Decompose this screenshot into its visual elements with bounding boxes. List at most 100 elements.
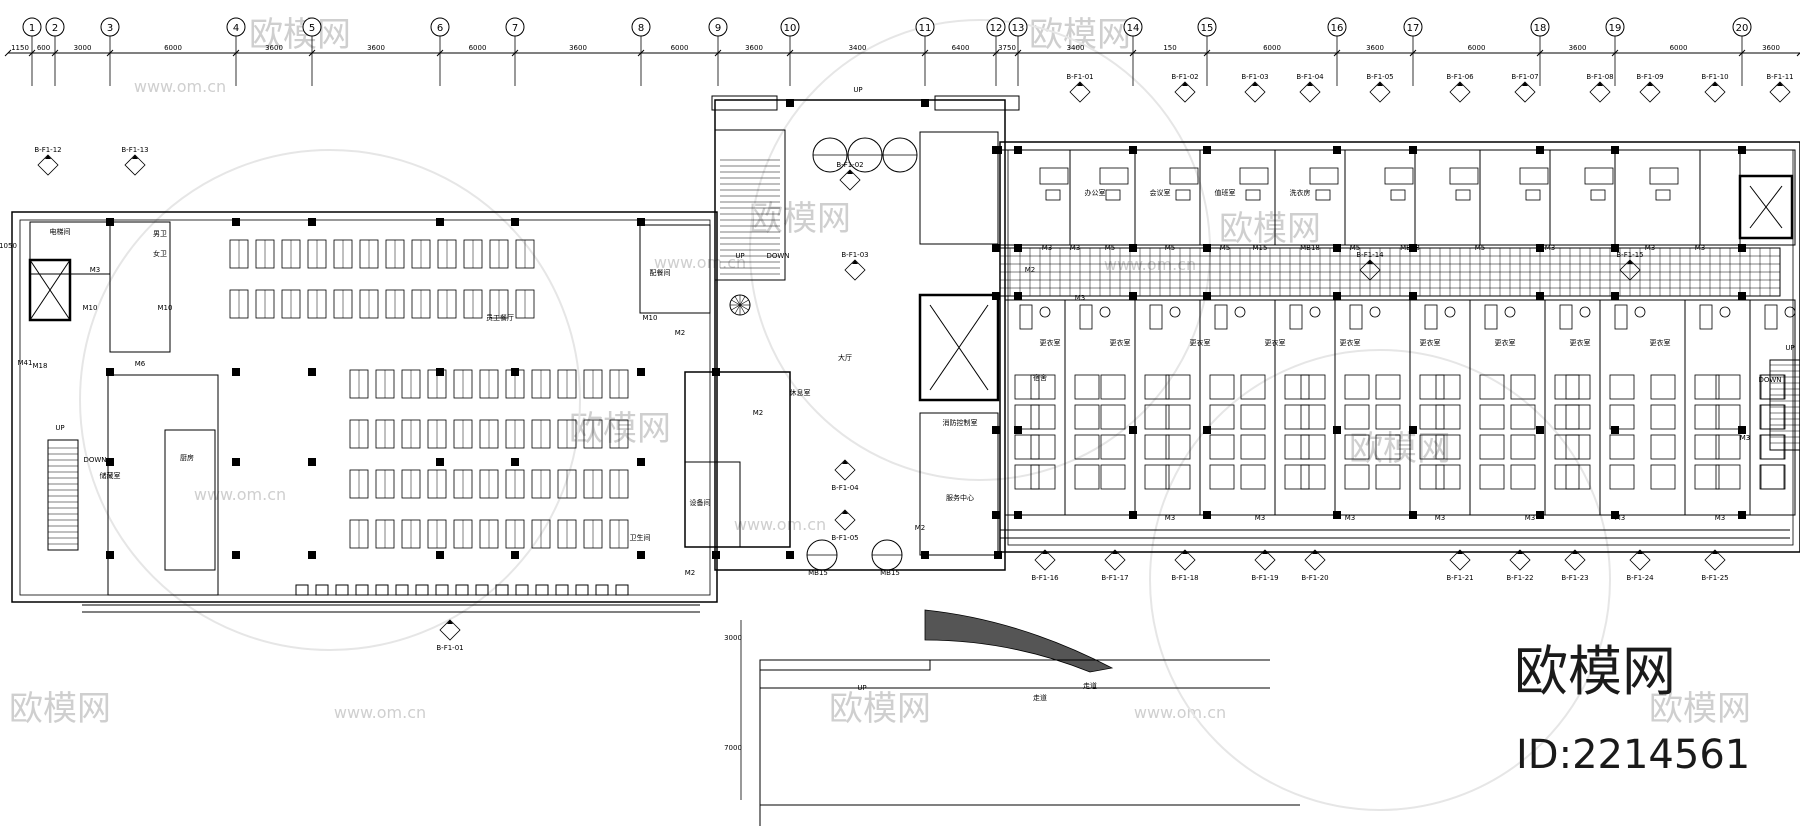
room-label: 办公室 (1085, 188, 1106, 197)
callout-arrow (1377, 82, 1383, 86)
door-tag: M3 (1715, 514, 1726, 522)
axis-number: 13 (1012, 23, 1025, 34)
bed (1554, 404, 1580, 430)
callout-arrow (847, 170, 853, 174)
bed (1074, 374, 1100, 400)
bed (1014, 374, 1040, 400)
dorm-room (1544, 299, 1601, 516)
door-tag: MB15 (880, 569, 900, 577)
callout-marker (1769, 81, 1791, 103)
dimension-tick (232, 49, 240, 57)
bed (1650, 464, 1676, 490)
structural-column (1738, 511, 1746, 519)
room-label: 厨房 (180, 453, 194, 462)
callout-marker (1449, 549, 1471, 571)
dimension-vertical: 3000 (724, 634, 742, 642)
structural-column (992, 511, 1000, 519)
structural-column (106, 218, 114, 226)
west-wing-outline (11, 211, 718, 603)
callout-arrow (1457, 550, 1463, 554)
bed (1760, 434, 1786, 460)
callout-label: B-F1-01 (1066, 73, 1093, 81)
structural-column (511, 218, 519, 226)
window-unit (295, 584, 309, 596)
callout-label: B-F1-03 (1241, 73, 1268, 81)
door-tag: M15 (1253, 244, 1268, 252)
door-tag: M10 (643, 314, 658, 322)
room-label: 更衣室 (1040, 338, 1061, 347)
callout-label: B-F1-01 (436, 644, 463, 652)
structural-column (1129, 146, 1137, 154)
office-chair (1245, 189, 1261, 201)
callout-arrow (1367, 260, 1373, 264)
door-tag: M10 (83, 304, 98, 312)
dorm-room (1409, 299, 1471, 516)
callout-label: B-F1-13 (121, 146, 148, 154)
door-tag: M3 (1525, 514, 1536, 522)
callout-marker (834, 459, 856, 481)
window-unit (475, 584, 489, 596)
office-desk (1649, 167, 1679, 185)
stair-label: UP (735, 252, 744, 260)
callout-arrow (447, 620, 453, 624)
bed (1554, 464, 1580, 490)
structural-column (308, 368, 316, 376)
callout-label: B-F1-05 (831, 534, 858, 542)
elevator-shaft (918, 293, 1000, 402)
window-unit (495, 584, 509, 596)
callout-marker (1629, 549, 1651, 571)
restroom-block (109, 221, 171, 353)
axis-number: 9 (715, 23, 721, 34)
dimension-text: 6000 (1670, 44, 1688, 52)
callout-marker (1104, 549, 1126, 571)
door-tag: M2 (915, 524, 926, 532)
office-room (1069, 149, 1136, 246)
axis-number: 11 (919, 23, 932, 34)
callout-arrow (1457, 82, 1463, 86)
bed (1760, 464, 1786, 490)
axis-number: 16 (1331, 23, 1344, 34)
bed (1375, 434, 1401, 460)
callout-label: B-F1-17 (1101, 574, 1128, 582)
bed (1014, 404, 1040, 430)
wardrobe (1424, 304, 1438, 330)
bed (1030, 404, 1056, 430)
toilet-fixture (1579, 306, 1591, 318)
structural-column (1409, 292, 1417, 300)
callout-marker (439, 619, 461, 641)
dimension-tick (1129, 49, 1137, 57)
bed (1209, 374, 1235, 400)
room-outline (919, 131, 999, 245)
dimension-tick (4, 49, 12, 57)
watermark-faint: 欧模网 (569, 409, 671, 449)
bed (1435, 464, 1461, 490)
room-labels: 电梯间员工餐厅厨房配餐间休息室大厅男卫女卫办公室会议室值班室洗衣房更衣室更衣室更… (18, 86, 1795, 702)
callout-marker (844, 259, 866, 281)
callout-label: B-F1-07 (1511, 73, 1538, 81)
elevator-shaft (1738, 174, 1794, 240)
door-tag: M3 (1435, 514, 1446, 522)
watermark-brand: 欧模网 (1514, 640, 1676, 703)
office-desk (1099, 167, 1129, 185)
dimension-text: 6000 (1263, 44, 1281, 52)
callout-label: B-F1-25 (1701, 574, 1728, 582)
bed (1435, 374, 1461, 400)
office-chair (1655, 189, 1671, 201)
structural-column (1611, 244, 1619, 252)
watermark-faint: 欧模网 (1649, 689, 1751, 729)
structural-column (1203, 426, 1211, 434)
window-unit (315, 584, 329, 596)
office-chair (1525, 189, 1541, 201)
structural-column (232, 368, 240, 376)
axis-number: 8 (638, 23, 644, 34)
room-label: 更衣室 (1495, 338, 1516, 347)
door-tag: M3 (1165, 514, 1176, 522)
wardrobe (1764, 304, 1778, 330)
structural-column (1536, 511, 1544, 519)
wardrobe (1699, 304, 1713, 330)
bed (1144, 374, 1170, 400)
bed (1760, 374, 1786, 400)
toilet-fixture (1369, 306, 1381, 318)
structural-column (1738, 426, 1746, 434)
